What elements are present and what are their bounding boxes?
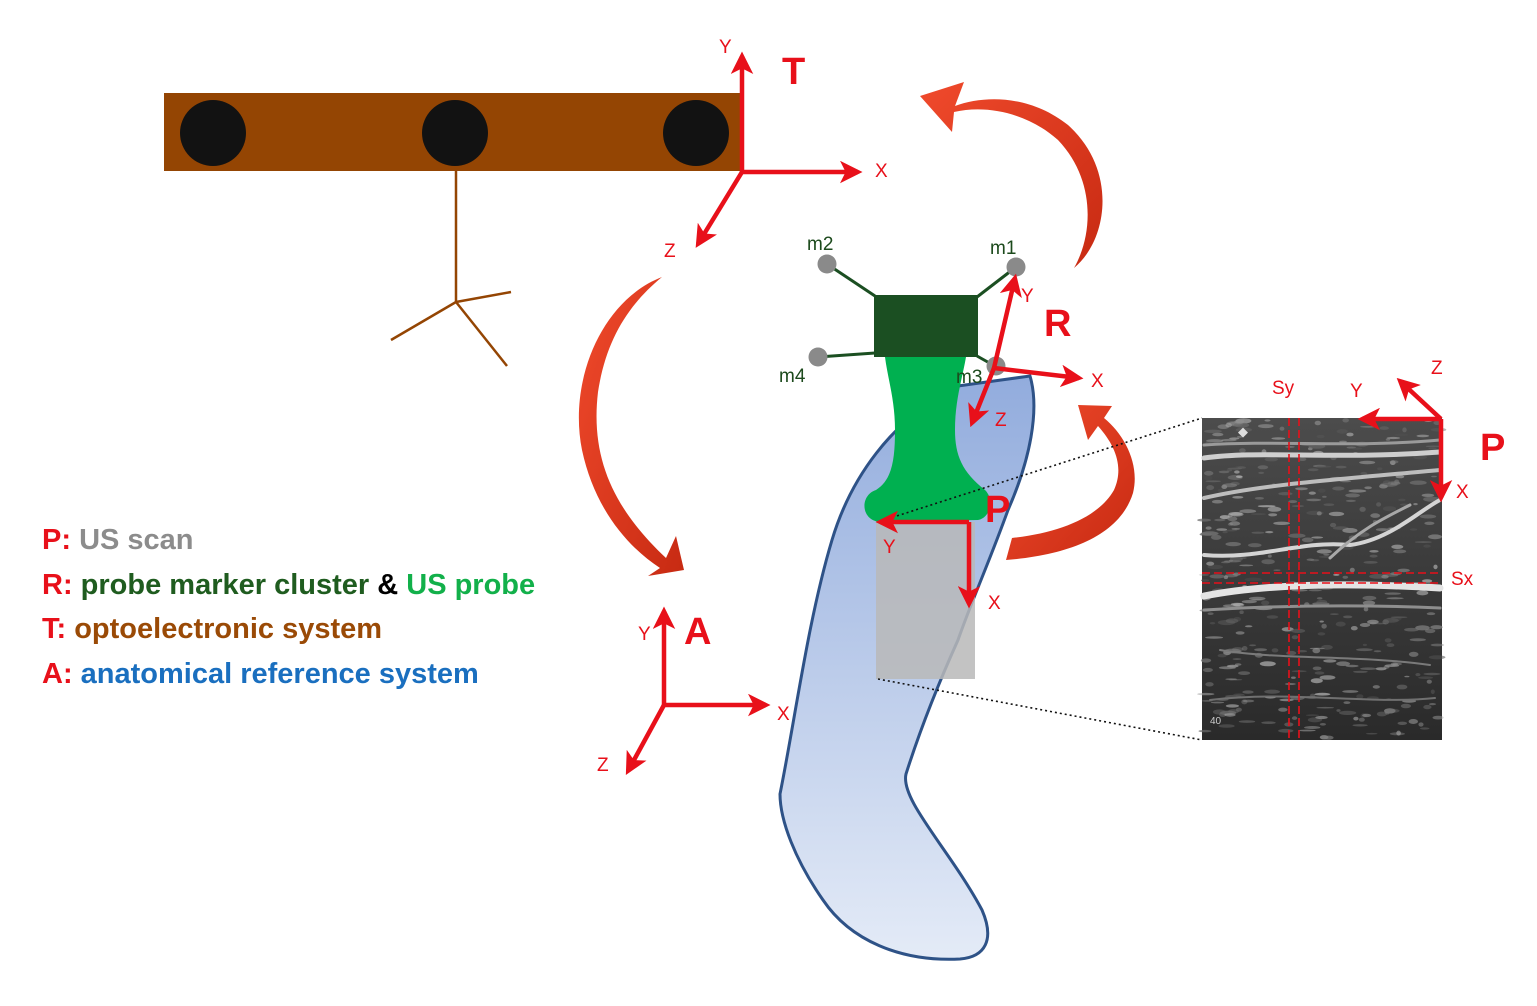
sx-label: Sx xyxy=(1451,569,1474,590)
legend-key: A: xyxy=(42,657,81,690)
legend-row: A: anatomical reference system xyxy=(42,652,535,697)
frame-p-scan-y: Y xyxy=(1350,381,1363,402)
probe-assembly: m2 m1 m3 m4 xyxy=(779,234,1026,522)
frame-a-x: X xyxy=(777,704,790,725)
camera-lens-left xyxy=(180,100,246,166)
legend-text: probe marker cluster xyxy=(80,568,370,601)
transform-arrows xyxy=(578,82,1135,576)
frame-p-label: P xyxy=(985,489,1010,531)
sy-label: Sy xyxy=(1272,378,1295,399)
legend-key: R: xyxy=(42,568,81,601)
ultrasound-scan: ◆ 40 Sy Sx xyxy=(1197,378,1474,740)
frame-p-scan-z: Z xyxy=(1431,358,1443,379)
frame-r-z: Z xyxy=(995,410,1007,431)
frame-t-z: Z xyxy=(664,241,676,262)
curved-arrow-t-to-r xyxy=(920,82,1103,268)
marker-m1 xyxy=(1006,257,1026,277)
probe-marker-cluster xyxy=(874,295,978,357)
scan-reference-lines xyxy=(1202,418,1442,740)
legend-text: & xyxy=(369,568,407,601)
legend-text: US scan xyxy=(79,524,194,556)
legend-key: T: xyxy=(42,613,75,645)
frame-p-scan-label: P xyxy=(1480,427,1505,469)
legend-row: T: optoelectronic system xyxy=(42,607,535,652)
frame-a-z: Z xyxy=(597,755,609,776)
svg-text:◆: ◆ xyxy=(1238,424,1248,439)
marker-m2 xyxy=(817,254,837,274)
marker-m1-label: m1 xyxy=(990,238,1016,259)
legend-row: R: probe marker cluster & US probe xyxy=(42,563,535,608)
frame-r-label: R xyxy=(1044,303,1071,345)
frame-p-scan-x: X xyxy=(1456,482,1469,503)
marker-m3-label: m3 xyxy=(956,367,982,388)
zoom-guides xyxy=(877,417,1203,741)
frame-p-x: X xyxy=(988,593,1001,614)
curved-arrow-t-to-a xyxy=(578,277,684,576)
frame-p-scan-axes xyxy=(1357,377,1453,503)
frame-t-x: X xyxy=(875,161,888,182)
frame-a-y: Y xyxy=(638,624,651,645)
legend-text: optoelectronic system xyxy=(74,613,383,645)
marker-m2-label: m2 xyxy=(807,234,833,255)
depth-mark: 40 xyxy=(1210,716,1222,727)
frame-r-axes xyxy=(968,273,1084,428)
legend-text: US probe xyxy=(406,568,536,601)
legend-row: P: US scan xyxy=(42,518,535,563)
us-probe xyxy=(864,357,991,522)
frame-r-y: Y xyxy=(1021,286,1034,307)
frame-r-x: X xyxy=(1091,371,1104,392)
frame-p-y: Y xyxy=(883,537,896,558)
optoelectronic-system xyxy=(164,93,742,367)
marker-m4-label: m4 xyxy=(779,366,806,387)
frame-p-axes xyxy=(875,510,981,609)
frame-t-axes xyxy=(695,51,863,248)
legend-text: anatomical reference system xyxy=(80,657,479,690)
frame-a-label: A xyxy=(684,611,711,653)
camera-lens-right xyxy=(663,100,729,166)
legend-key: P: xyxy=(42,524,80,556)
curved-arrow-p-to-r xyxy=(1006,405,1135,560)
tripod xyxy=(390,171,512,367)
frame-a-axes xyxy=(625,606,771,775)
frame-t-y: Y xyxy=(719,37,732,58)
frame-t-label: T xyxy=(782,51,805,93)
marker-m4 xyxy=(808,347,828,367)
camera-lens-center xyxy=(422,100,488,166)
